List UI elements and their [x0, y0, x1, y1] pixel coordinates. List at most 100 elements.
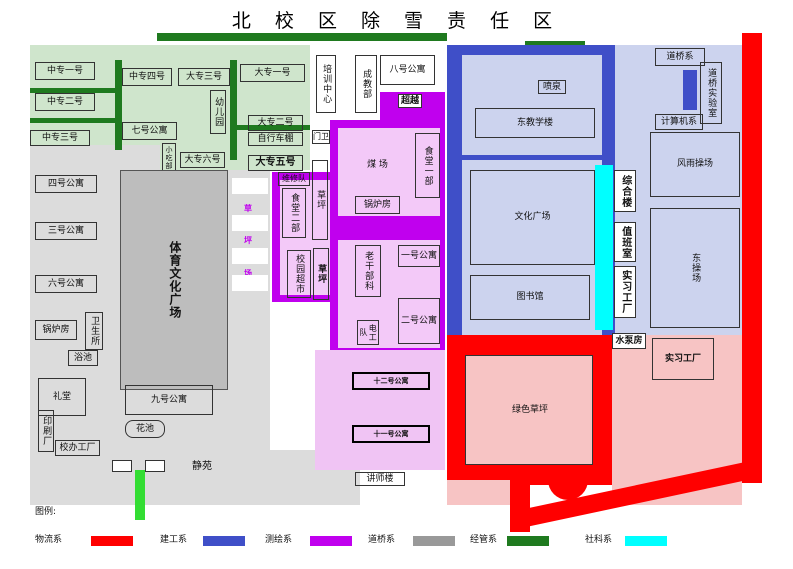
zone-red-bottom2 — [548, 480, 588, 500]
building-daoqiaoshiyan: 道桥实验室 — [700, 62, 722, 124]
building-huachi: 花池 — [125, 420, 165, 438]
building-shixi2: 实习工厂 — [652, 338, 714, 380]
building-xiaoban: 校办工厂 — [55, 440, 100, 456]
legend-swatch-1 — [203, 536, 245, 546]
white-block-5 — [112, 460, 132, 472]
building-zixingche: 自行车棚 — [248, 132, 303, 146]
label-jingyuan: 静苑 — [192, 461, 212, 472]
building-tushu: 图书馆 — [470, 275, 590, 320]
building-shitang2: 食堂二部 — [282, 188, 306, 238]
zone-pink-bottom — [447, 480, 517, 505]
building-caoping2: 草坪 — [313, 248, 329, 300]
building-zhiban: 值班室 — [614, 222, 636, 262]
label-small2: 坪 — [244, 236, 252, 245]
building-shixi1: 实习工厂 — [614, 266, 636, 318]
zone-gray-bottom — [30, 450, 360, 505]
building-dazhuan5: 大专五号 — [248, 155, 303, 171]
building-weixiudui: 维修队 — [278, 172, 310, 186]
legend-label-5: 社科系 — [585, 535, 613, 545]
legend-swatch-2 — [310, 536, 352, 546]
building-chengjiao: 成教部 — [355, 55, 377, 113]
building-zhongzhuan4: 中专四号 — [122, 68, 172, 86]
building-xiaoyuan: 校园超市 — [287, 250, 311, 298]
building-diangong: 电工队 — [357, 320, 379, 345]
building-guolu2: 锅炉房 — [35, 320, 77, 340]
building-dazhuan1: 大专一号 — [240, 64, 305, 82]
building-meichang: 煤 场 — [367, 160, 388, 171]
building-dazhuan3a: 大专三号 — [178, 68, 230, 86]
building-menwei: 门卫 — [312, 130, 330, 144]
building-zhongzhuan3: 中专三号 — [30, 130, 90, 146]
building-ergonghao: 二号公寓 — [398, 298, 440, 344]
building-zonghe: 综合楼 — [614, 170, 636, 212]
building-liuhao: 六号公寓 — [35, 275, 97, 293]
label-small1: 草 — [244, 204, 252, 213]
building-penquan: 喷泉 — [538, 80, 566, 94]
building-qihao: 七号公寓 — [122, 122, 177, 140]
building-youeryuan: 幼儿园 — [210, 90, 226, 134]
legend-label-4: 经管系 — [470, 535, 498, 545]
building-jiangshilou: 讲师楼 — [355, 472, 405, 486]
legend-swatch-5 — [625, 536, 667, 546]
building-fengyu: 风雨操场 — [650, 132, 740, 197]
white-block-3 — [232, 248, 268, 264]
building-tiyu: 体育文化广场 — [120, 170, 228, 390]
building-zhongzhuan1: 中专一号 — [35, 62, 95, 80]
white-block-2 — [232, 215, 268, 231]
building-wenhua: 文化广场 — [470, 170, 595, 265]
green-path — [135, 470, 145, 520]
zone-green-border-h1 — [30, 88, 120, 93]
building-jisuanji: 计算机系 — [655, 114, 703, 130]
building-jiuhao: 九号公寓 — [125, 385, 213, 415]
building-sihao: 四号公寓 — [35, 175, 97, 193]
white-block-6 — [145, 460, 165, 472]
building-dongjiao: 东教学楼 — [475, 108, 595, 138]
building-shiyihao: 十一号公寓 — [352, 425, 430, 443]
label-tiyu: 体育文化广场 — [167, 241, 182, 319]
legend-label-1: 建工系 — [160, 535, 188, 545]
building-bahao: 八号公寓 — [380, 55, 435, 85]
zone-cyan — [595, 165, 613, 330]
legend-label-0: 物流系 — [35, 535, 63, 545]
map-title: 北 校 区 除 雪 责 任 区 — [231, 10, 562, 32]
building-dongcao: 东操场 — [650, 208, 740, 328]
zone-blue-inner2 — [462, 160, 602, 335]
zone-red-right — [742, 33, 762, 483]
building-dazhuan6: 大专六号 — [180, 152, 225, 168]
blue-connector — [683, 70, 697, 110]
building-shierhao: 十二号公寓 — [352, 372, 430, 390]
building-litang: 礼堂 — [38, 378, 86, 416]
zone-green-border-top — [157, 33, 447, 41]
building-shitang1: 食堂一部 — [415, 133, 440, 198]
building-zhongzhuan2: 中专二号 — [35, 93, 95, 111]
zone-green-border-h2 — [30, 118, 120, 123]
zone-green-border-mid — [230, 60, 237, 160]
zone-blue-inner — [462, 55, 602, 155]
building-dazhuan2: 大专二号 — [248, 115, 303, 131]
building-shuibeng: 水泵房 — [612, 333, 646, 349]
building-xiaochibu: 小吃部 — [162, 143, 176, 173]
building-weisheng: 卫生所 — [85, 312, 103, 350]
building-yuchi: 浴池 — [68, 350, 98, 366]
white-block-4 — [232, 275, 268, 291]
zone-blue-inner3 — [615, 45, 745, 335]
building-laoganbu: 老干部科 — [355, 245, 381, 297]
legend-label-2: 测绘系 — [265, 535, 293, 545]
building-daoqiao: 道桥系 — [655, 48, 705, 66]
zone-green-border-h3 — [235, 125, 310, 130]
building-guolu1: 锅炉房 — [355, 196, 400, 214]
building-yihao: 一号公寓 — [398, 245, 440, 267]
building-peixun: 培训中心 — [316, 55, 336, 113]
label-small3: 场 — [244, 269, 252, 278]
legend-swatch-4 — [507, 536, 549, 546]
building-sanhao: 三号公寓 — [35, 222, 97, 240]
zone-green-border-left — [115, 60, 122, 150]
building-chaoshi-top: 超越 — [398, 94, 422, 108]
legend-label-3: 道桥系 — [368, 535, 396, 545]
zone-red-inner — [465, 355, 593, 465]
white-block-1 — [232, 178, 268, 194]
building-lvse: 绿色草坪 — [511, 404, 548, 415]
building-caoping1: 草坪 — [312, 160, 328, 240]
legend-title: 图例: — [35, 507, 57, 517]
